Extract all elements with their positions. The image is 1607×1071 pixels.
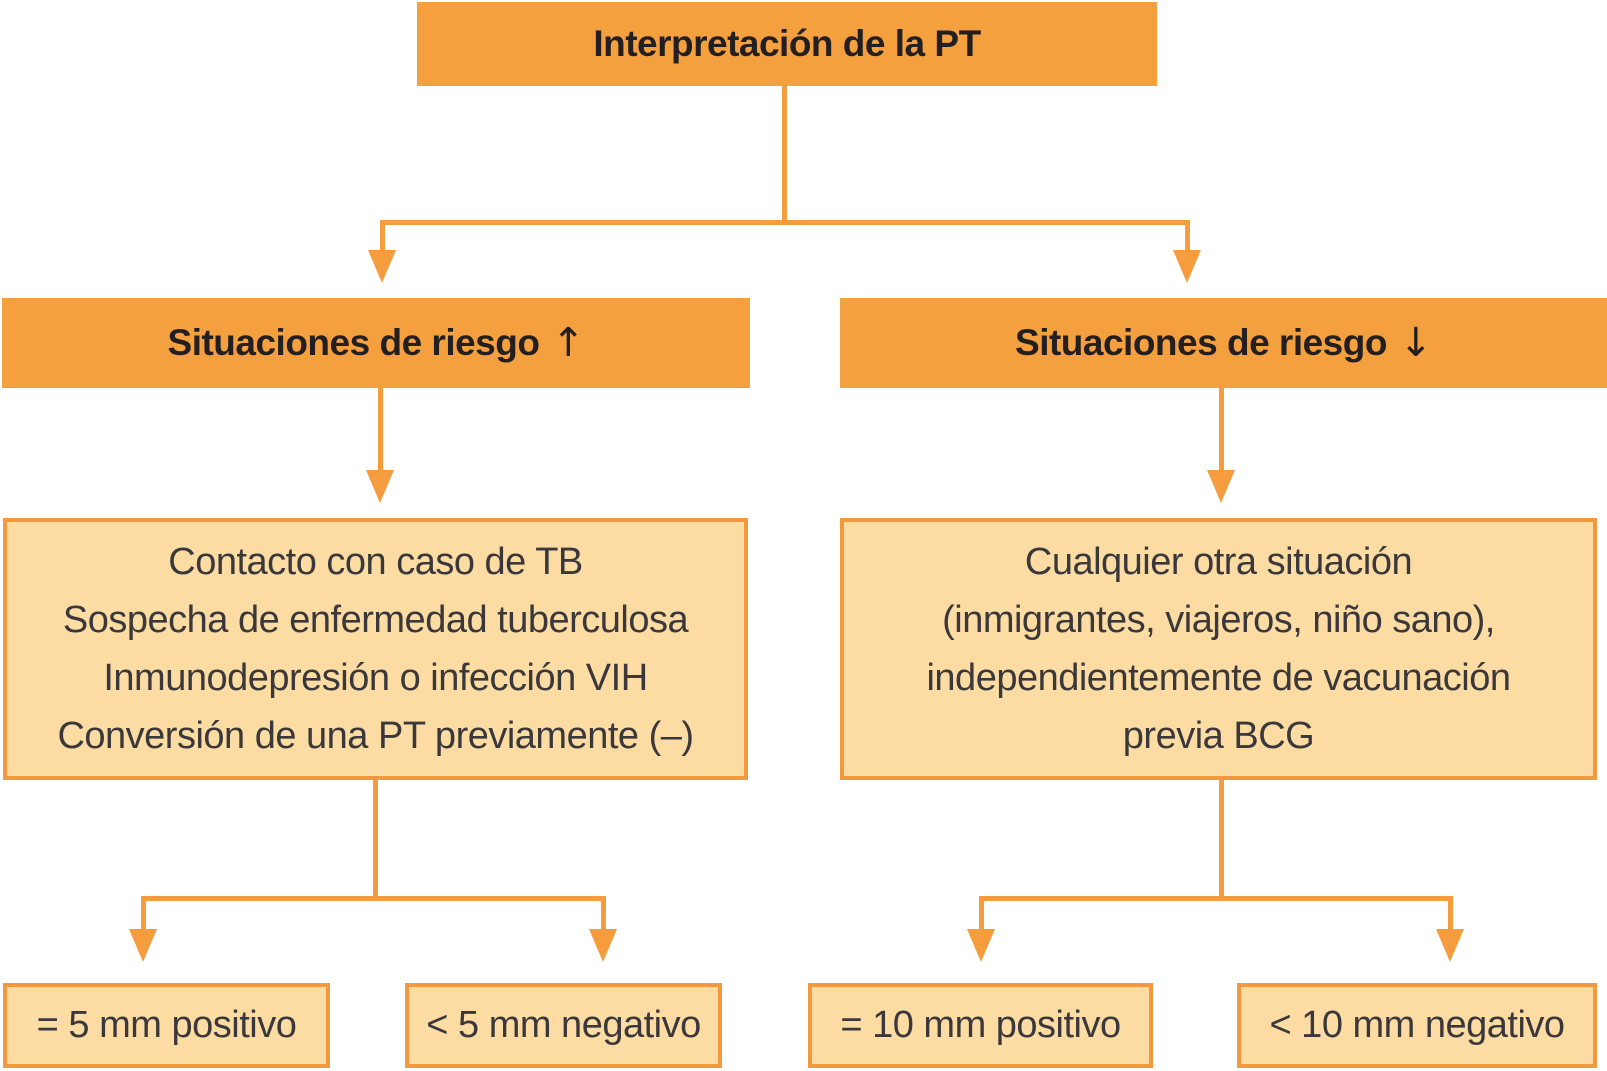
branch-left-criteria-box: Contacto con caso de TB Sospecha de enfe… <box>3 518 748 780</box>
connector-right-outcome-drop-left <box>979 898 984 930</box>
up-arrow-icon: ↑ <box>551 320 585 366</box>
outcome-label: < 5 mm negativo <box>426 1004 701 1046</box>
connector-left-header-stem <box>378 388 383 472</box>
criteria-line: Inmunodepresión o infección VIH <box>103 657 648 699</box>
down-arrowhead-icon <box>129 929 157 962</box>
branch-right-header-label: Situaciones de riesgo <box>1015 322 1387 363</box>
down-arrowhead-icon <box>366 470 394 503</box>
connector-left-outcome-drop-right <box>601 898 606 930</box>
connector-right-outcome-stem <box>1219 780 1224 900</box>
criteria-line: Cualquier otra situación <box>1024 541 1413 583</box>
outcome-box-right-positive: = 10 mm positivo <box>808 983 1153 1068</box>
criteria-line: Sospecha de enfermedad tuberculosa <box>62 599 689 641</box>
down-arrow-icon: ↓ <box>1398 320 1433 366</box>
root-label: Interpretación de la PT <box>593 23 981 64</box>
branch-right-header-box: Situaciones de riesgo ↓ <box>840 298 1607 388</box>
connector-left-outcome-stem <box>373 780 378 900</box>
connector-left-outcome-bracket <box>141 896 606 901</box>
outcome-box-left-negative: < 5 mm negativo <box>405 983 722 1068</box>
outcome-label: = 10 mm positivo <box>840 1004 1121 1046</box>
criteria-line: previa BCG <box>1122 715 1315 757</box>
branch-left-header-label: Situaciones de riesgo <box>167 322 540 363</box>
down-arrowhead-icon <box>589 929 617 962</box>
outcome-label: < 10 mm negativo <box>1269 1004 1565 1046</box>
outcome-box-left-positive: = 5 mm positivo <box>3 983 330 1068</box>
connector-right-outcome-drop-right <box>1448 898 1453 930</box>
down-arrowhead-icon <box>967 929 995 962</box>
criteria-line: Contacto con caso de TB <box>168 541 583 583</box>
connector-root-stem <box>782 86 787 222</box>
outcome-label: = 5 mm positivo <box>36 1004 297 1046</box>
connector-right-header-stem <box>1219 388 1224 472</box>
down-arrowhead-icon <box>1173 250 1201 283</box>
connector-left-outcome-drop-left <box>141 898 146 930</box>
branch-right-criteria-box: Cualquier otra situación (inmigrantes, v… <box>840 518 1597 780</box>
criteria-line: Conversión de una PT previamente (–) <box>57 715 694 757</box>
down-arrowhead-icon <box>368 250 396 283</box>
connector-root-drop-right <box>1185 222 1190 251</box>
down-arrowhead-icon <box>1207 470 1235 503</box>
root-node: Interpretación de la PT <box>417 2 1157 86</box>
criteria-line: independientemente de vacunación <box>926 657 1511 699</box>
connector-root-bracket <box>380 220 1190 225</box>
connector-root-drop-left <box>380 222 385 251</box>
outcome-box-right-negative: < 10 mm negativo <box>1237 983 1597 1068</box>
criteria-line: (inmigrantes, viajeros, niño sano), <box>942 599 1495 641</box>
branch-left-header-box: Situaciones de riesgo ↑ <box>2 298 750 388</box>
connector-right-outcome-bracket <box>979 896 1453 901</box>
down-arrowhead-icon <box>1436 929 1464 962</box>
